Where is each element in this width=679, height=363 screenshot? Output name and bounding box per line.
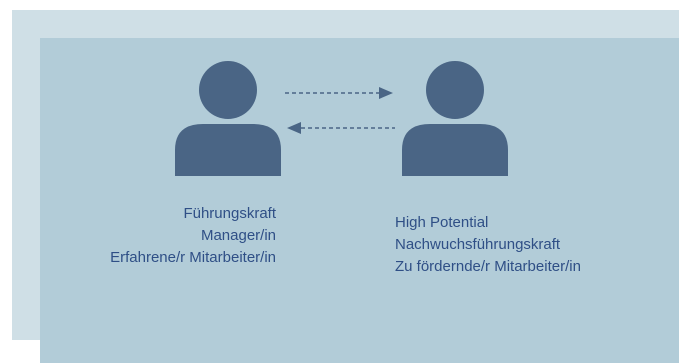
dashed-arrow-right-icon (285, 87, 397, 99)
dashed-arrow-left-icon (285, 122, 397, 134)
left-role-line-2: Manager/in (200, 227, 276, 244)
right-person-icon (400, 58, 510, 178)
left-role-line-3: Erfahrene/r Mitarbeiter/in (110, 249, 276, 266)
left-person-icon (173, 58, 283, 178)
right-role-labels: High Potential Nachwuchsführungskraft Zu… (395, 212, 679, 278)
left-role-labels: Führungskraft Manager/in Erfahrene/r Mit… (40, 203, 276, 269)
right-role-line-2: Nachwuchsführungskraft (395, 236, 561, 253)
right-role-line-1: High Potential (395, 214, 489, 231)
right-role-line-3: Zu fördernde/r Mitarbeiter/in (395, 258, 581, 275)
left-role-line-1: Führungskraft (183, 205, 276, 222)
main-background-panel (40, 38, 679, 363)
